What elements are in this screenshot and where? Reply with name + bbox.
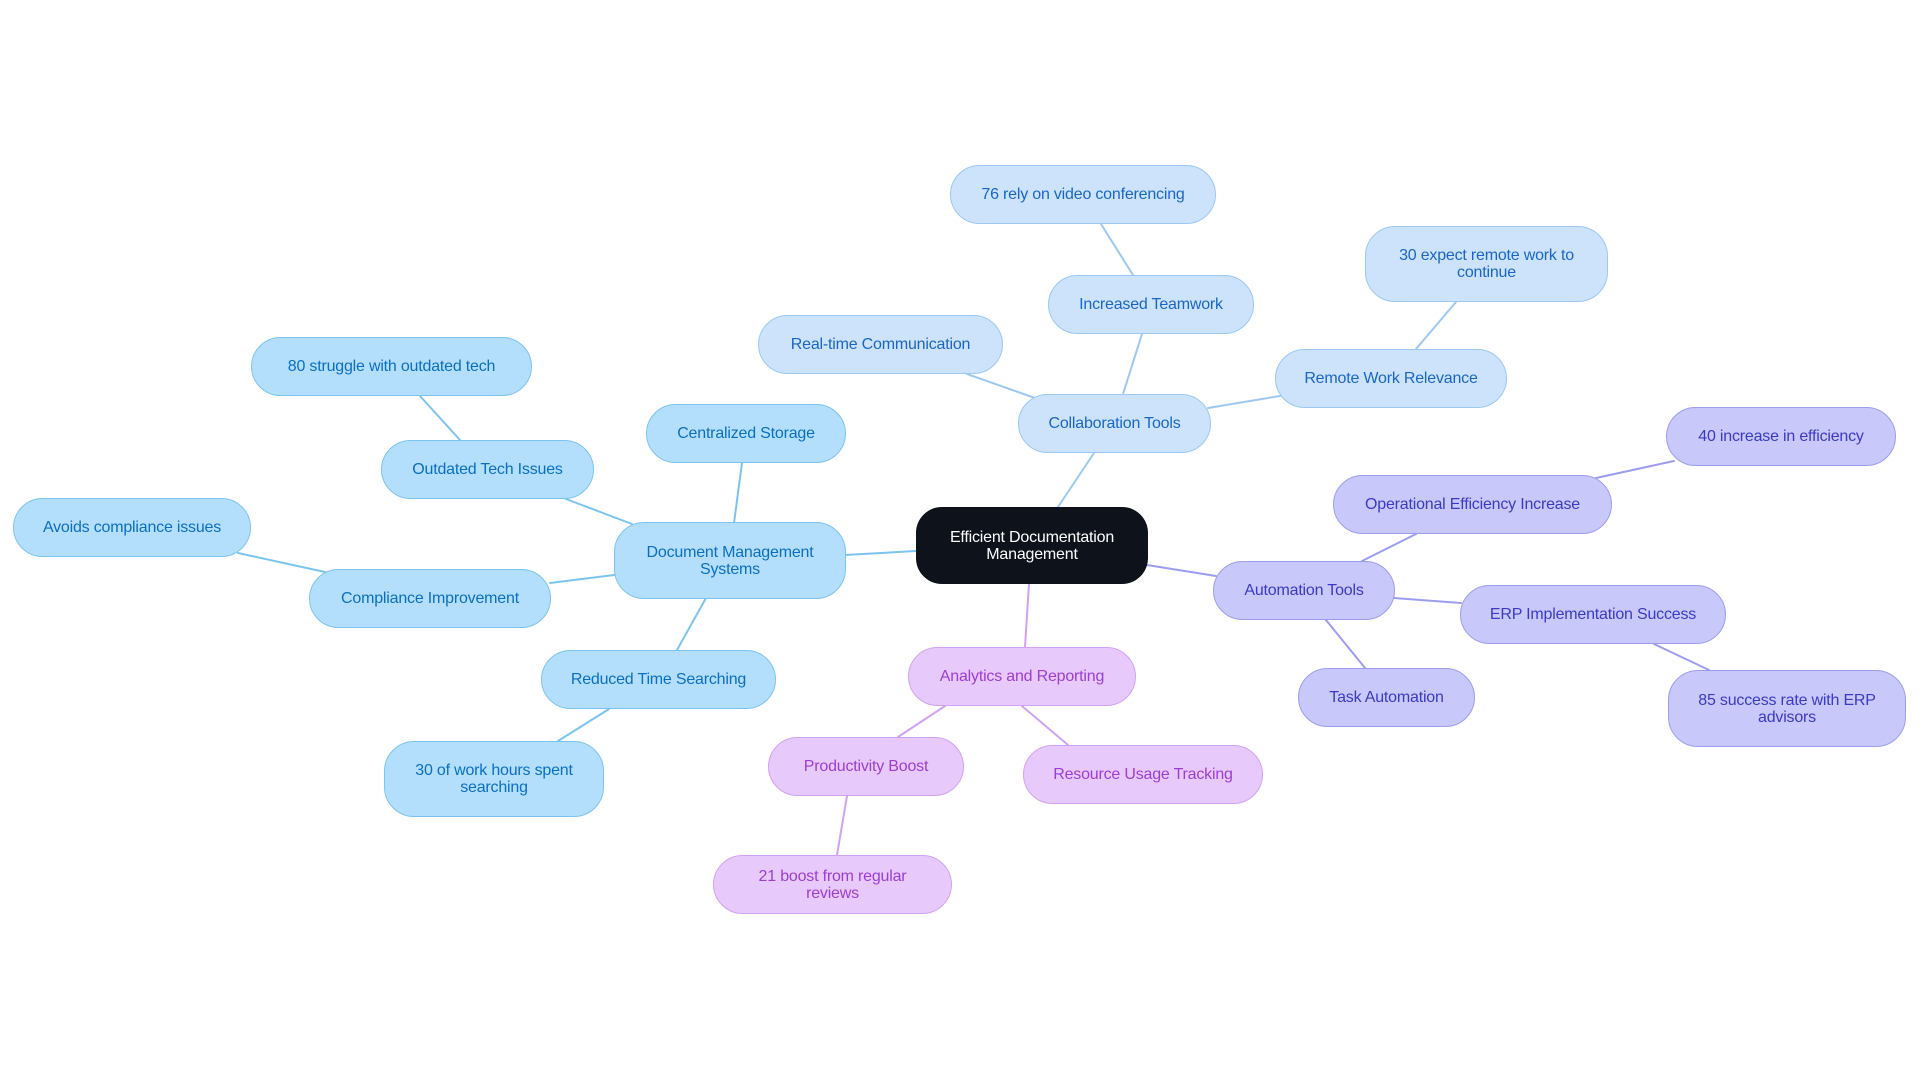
node-real-time-communication[interactable]: Real-time Communication xyxy=(758,315,1003,374)
edge-productivity-detail xyxy=(836,795,848,856)
root-node-label: Efficient Documentation Management xyxy=(949,528,1115,563)
node-label: 30 expect remote work to continue xyxy=(1399,247,1574,281)
edge-docmgmt-storage xyxy=(733,462,743,524)
node-operational-efficiency-increase[interactable]: Operational Efficiency Increase xyxy=(1333,475,1612,534)
node-collaboration-tools[interactable]: Collaboration Tools xyxy=(1018,394,1211,453)
node-label: Document Management Systems xyxy=(646,543,814,578)
edge-root-analytics xyxy=(1024,582,1030,648)
node-avoids-compliance-issues[interactable]: Avoids compliance issues xyxy=(13,498,251,557)
node-analytics-and-reporting[interactable]: Analytics and Reporting xyxy=(908,647,1136,706)
node-30-work-hours-searching[interactable]: 30 of work hours spent searching xyxy=(384,741,604,817)
node-label: 76 rely on video conferencing xyxy=(981,186,1185,203)
edge-docmgmt-reduced xyxy=(676,597,707,651)
node-outdated-tech-issues[interactable]: Outdated Tech Issues xyxy=(381,440,594,499)
node-document-management-systems[interactable]: Document Management Systems xyxy=(614,522,846,599)
edge-root-automation xyxy=(1146,564,1217,577)
node-label: 85 success rate with ERP advisors xyxy=(1698,691,1876,726)
node-label: Collaboration Tools xyxy=(1048,415,1181,432)
node-label: Compliance Improvement xyxy=(341,590,519,607)
edge-automation-erp xyxy=(1393,597,1462,604)
node-label: 40 increase in efficiency xyxy=(1698,428,1864,445)
node-85-success-rate-erp[interactable]: 85 success rate with ERP advisors xyxy=(1668,670,1906,747)
edge-docmgmt-outdated xyxy=(565,498,633,525)
node-label: Automation Tools xyxy=(1244,582,1364,599)
edge-teamwork-detail xyxy=(1100,223,1134,276)
edge-compliance-detail xyxy=(237,552,326,573)
node-task-automation[interactable]: Task Automation xyxy=(1298,668,1475,727)
edge-collab-remote xyxy=(1207,395,1281,409)
edge-remote-detail xyxy=(1415,301,1457,350)
node-label: Productivity Boost xyxy=(803,758,929,775)
edge-analytics-resource xyxy=(1021,705,1069,746)
node-label: Reduced Time Searching xyxy=(570,671,747,688)
node-30-expect-remote-work[interactable]: 30 expect remote work to continue xyxy=(1365,226,1608,302)
node-productivity-boost[interactable]: Productivity Boost xyxy=(768,737,964,796)
node-label: Real-time Communication xyxy=(790,336,971,353)
node-label: Avoids compliance issues xyxy=(42,519,222,536)
edge-docmgmt-compliance xyxy=(549,574,615,584)
edge-root-docmgmt xyxy=(844,550,917,556)
node-remote-work-relevance[interactable]: Remote Work Relevance xyxy=(1275,349,1507,408)
node-increased-teamwork[interactable]: Increased Teamwork xyxy=(1048,275,1254,334)
node-label: Resource Usage Tracking xyxy=(1053,766,1233,783)
edge-reduced-detail xyxy=(557,708,610,742)
node-label: 30 of work hours spent searching xyxy=(415,762,573,796)
node-21-boost-regular-reviews[interactable]: 21 boost from regular reviews xyxy=(713,855,952,914)
node-label: ERP Implementation Success xyxy=(1489,606,1697,623)
node-compliance-improvement[interactable]: Compliance Improvement xyxy=(309,569,551,628)
node-label: 80 struggle with outdated tech xyxy=(287,358,496,375)
node-label: Outdated Tech Issues xyxy=(412,461,563,478)
edge-automation-efficiency xyxy=(1361,533,1417,562)
edge-collab-teamwork xyxy=(1122,333,1143,395)
edge-root-collab xyxy=(1057,452,1095,508)
node-label: Centralized Storage xyxy=(677,425,815,442)
node-label: Remote Work Relevance xyxy=(1304,370,1478,387)
edge-collab-realtime xyxy=(966,373,1036,399)
node-resource-usage-tracking[interactable]: Resource Usage Tracking xyxy=(1023,745,1263,804)
node-40-increase-efficiency[interactable]: 40 increase in efficiency xyxy=(1666,407,1896,466)
edge-outdated-detail xyxy=(419,395,461,441)
node-label: Task Automation xyxy=(1329,689,1444,706)
edge-efficiency-detail xyxy=(1595,460,1675,479)
node-label: Increased Teamwork xyxy=(1079,296,1223,313)
node-centralized-storage[interactable]: Centralized Storage xyxy=(646,404,846,463)
edge-automation-task xyxy=(1325,619,1366,669)
node-80-struggle-outdated-tech[interactable]: 80 struggle with outdated tech xyxy=(251,337,532,396)
node-76-rely-video-conferencing[interactable]: 76 rely on video conferencing xyxy=(950,165,1216,224)
node-label: Operational Efficiency Increase xyxy=(1365,496,1580,513)
node-automation-tools[interactable]: Automation Tools xyxy=(1213,561,1395,620)
node-reduced-time-searching[interactable]: Reduced Time Searching xyxy=(541,650,776,709)
node-label: Analytics and Reporting xyxy=(939,668,1105,685)
edge-erp-detail xyxy=(1653,643,1710,671)
node-erp-implementation-success[interactable]: ERP Implementation Success xyxy=(1460,585,1726,644)
edge-analytics-productivity xyxy=(897,705,946,738)
root-node-efficient-documentation-management[interactable]: Efficient Documentation Management xyxy=(916,507,1148,584)
node-label: 21 boost from regular reviews xyxy=(758,867,907,902)
